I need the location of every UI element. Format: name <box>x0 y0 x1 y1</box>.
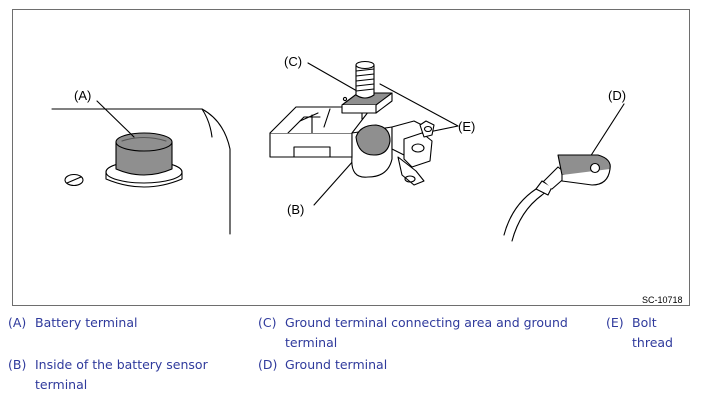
sensor-inner-highlight <box>355 124 391 156</box>
callout-e: (E) <box>458 119 475 134</box>
legend-text-a: Battery terminal <box>35 315 138 330</box>
ground-terminal-cable <box>503 154 611 242</box>
battery-terminal-post <box>105 132 183 188</box>
legend-text-b: Inside of the battery sensor terminal <box>35 357 208 392</box>
legend-text-d: Ground terminal <box>285 357 388 372</box>
callout-b: (B) <box>287 202 304 217</box>
figure-frame <box>12 9 690 306</box>
leader-line-e-1 <box>379 83 459 127</box>
leader-line-c <box>307 62 365 96</box>
leader-line-a <box>96 100 135 138</box>
battery-sensor-assembly <box>269 60 435 186</box>
callout-c: (C) <box>284 54 302 69</box>
legend-label-a: (A) <box>8 315 27 330</box>
battery-terminal-diagram: (A) (C) (E) (B) (D) SC-10718 <box>51 54 683 305</box>
legend-label-c: (C) <box>258 315 277 330</box>
legend-label-b: (B) <box>8 357 27 372</box>
callout-d: (D) <box>608 88 626 103</box>
legend-label-e: (E) <box>606 315 624 330</box>
figure-code: SC-10718 <box>642 295 683 305</box>
callout-a: (A) <box>74 88 91 103</box>
lid-screw <box>64 173 84 187</box>
legend-text-e: Bolt thread <box>632 315 673 350</box>
leader-line-d <box>589 103 625 158</box>
legend-text-c: Ground terminal connecting area and grou… <box>285 315 568 350</box>
legend-label-d: (D) <box>258 357 278 372</box>
